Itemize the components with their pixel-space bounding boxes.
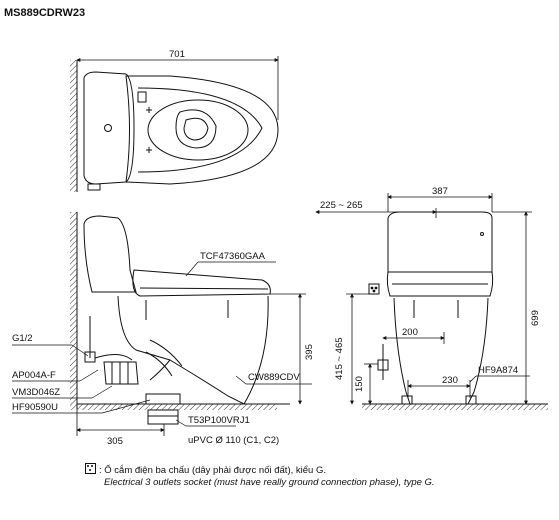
label-bowl: CW889CDV bbox=[248, 372, 300, 383]
label-seat: TCF47360GAA bbox=[200, 251, 266, 262]
label-drain-pipe: uPVC Ø 110 (C1, C2) bbox=[188, 435, 279, 446]
dim-height-label: 699 bbox=[530, 310, 541, 326]
dim-water-supply-height-label: 150 bbox=[354, 376, 365, 392]
model-title: MS889CDRW23 bbox=[4, 7, 85, 19]
note-vi-text: : Ổ cắm điện ba chấu (dây phải được nối … bbox=[99, 465, 326, 476]
dim-top-width-label: 701 bbox=[169, 49, 185, 60]
label-flange: HF90590U bbox=[12, 402, 58, 413]
label-valve: G1/2 bbox=[12, 333, 33, 344]
front-dimensions bbox=[315, 193, 532, 405]
label-stop-valve: VM3D046Z bbox=[12, 387, 60, 398]
side-view bbox=[70, 212, 290, 425]
dim-front-width-label: 387 bbox=[432, 186, 448, 197]
socket-note: : Ổ cắm điện ba chấu (dây phải được nối … bbox=[85, 463, 435, 489]
note-en-text: Electrical 3 outlets socket (must have r… bbox=[104, 477, 435, 488]
dim-rough-in-label: 305 bbox=[107, 436, 123, 447]
leaders-side bbox=[12, 261, 312, 427]
label-adapter: T53P100VRJ1 bbox=[188, 415, 250, 426]
socket-icon bbox=[85, 463, 96, 474]
dim-top-width bbox=[76, 56, 279, 120]
dim-outlet-height-label: 415 ~ 465 bbox=[334, 337, 345, 380]
label-front-part: HF9A874 bbox=[478, 365, 518, 376]
dim-side-depth-label: 225 ~ 265 bbox=[320, 200, 363, 211]
front-view bbox=[362, 211, 548, 410]
side-dimensions bbox=[76, 293, 306, 436]
dim-water-supply-offset-label: 230 bbox=[442, 375, 458, 386]
top-view bbox=[70, 60, 279, 192]
socket-note-vi: : Ổ cắm điện ba chấu (dây phải được nối … bbox=[85, 463, 435, 477]
label-flex-hose: AP004A-F bbox=[12, 370, 56, 381]
dim-outlet-offset-label: 200 bbox=[402, 327, 418, 338]
dim-seat-height-label: 395 bbox=[304, 344, 315, 360]
